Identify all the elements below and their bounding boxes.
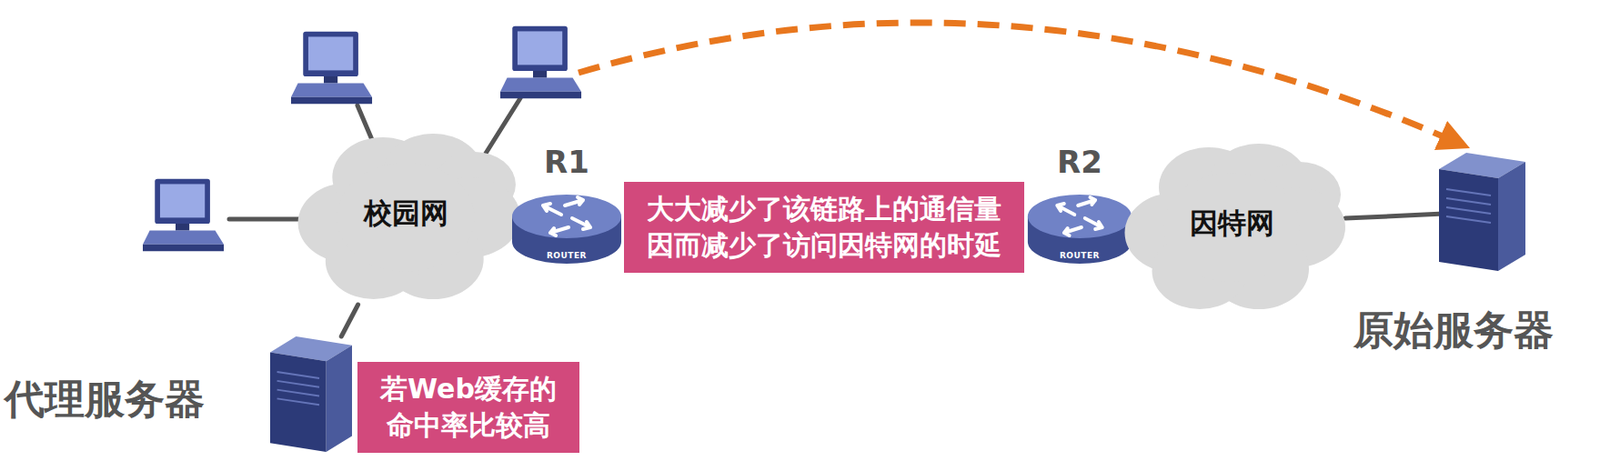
server-node: 原始服务器 [1438, 152, 1526, 272]
router-tag: ROUTER [510, 251, 624, 261]
computer-icon [291, 31, 373, 105]
network-name: 因特网 [1189, 204, 1275, 243]
router-tag: ROUTER [1026, 251, 1134, 261]
router-name: R2 [1056, 143, 1103, 181]
computer-icon [500, 26, 582, 100]
callout-box: 大大减少了该链路上的通信量 因而减少了访问因特网的时延 [623, 181, 1025, 273]
router-node: R1ROUTER [510, 189, 624, 268]
network-cloud: 因特网 [1117, 132, 1346, 315]
network-name: 校园网 [363, 194, 449, 233]
server-name: 原始服务器 [1353, 303, 1554, 358]
network-cloud: 校园网 [291, 122, 521, 305]
server-name: 代理服务器 [4, 372, 205, 427]
link-line [341, 304, 358, 337]
router-node: R2ROUTER [1026, 189, 1134, 268]
server-icon [270, 336, 353, 453]
link-line [1345, 213, 1439, 219]
server-node: 代理服务器 [270, 336, 353, 453]
callout-text: 若Web缓存的 命中率比较高 [370, 371, 567, 444]
server-icon [1438, 152, 1526, 272]
request-arc [578, 22, 1456, 142]
callout-box: 若Web缓存的 命中率比较高 [357, 362, 580, 453]
callout-text: 大大减少了该链路上的通信量 因而减少了访问因特网的时延 [636, 191, 1012, 264]
router-name: R1 [543, 143, 590, 181]
computer-icon [142, 179, 224, 252]
